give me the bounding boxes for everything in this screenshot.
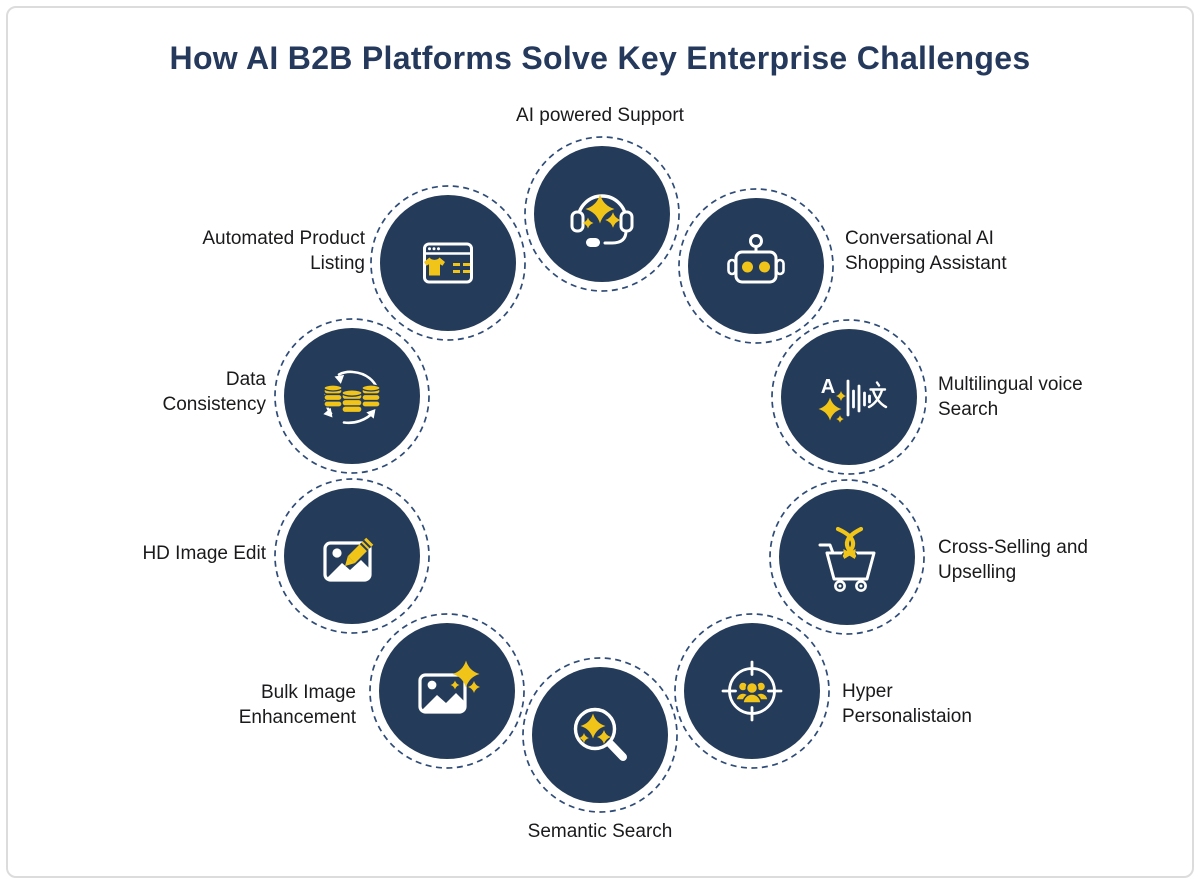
node-hyper-personalisation bbox=[673, 612, 831, 770]
pencil-icon bbox=[345, 537, 374, 566]
node-hd-image-edit bbox=[273, 477, 431, 635]
label-hyper-personalisation: Hyper Personalistaion bbox=[842, 681, 972, 727]
label-semantic-search: Semantic Search bbox=[527, 821, 673, 842]
node-cross-selling-upselling bbox=[768, 478, 926, 636]
label-conversational-ai: Conversational AI Shopping Assistant bbox=[845, 228, 1007, 274]
translate-voice-wave-icon: A bbox=[818, 376, 888, 423]
svg-text:A: A bbox=[821, 376, 835, 398]
image-edit-pencil-icon bbox=[323, 537, 374, 582]
product-listing-browser-icon bbox=[423, 242, 473, 284]
label-ai-powered-support: AI powered Support bbox=[516, 105, 684, 126]
cart-cross-arrows-icon bbox=[818, 525, 876, 592]
label-cross-selling-upselling: Cross-Selling and Upselling bbox=[938, 537, 1088, 583]
page-title: How AI B2B Platforms Solve Key Enterpris… bbox=[169, 40, 1031, 76]
label-bulk-image-enhancement: Bulk Image Enhancement bbox=[238, 682, 356, 728]
robot-icon bbox=[727, 234, 785, 284]
node-ai-powered-support bbox=[523, 135, 681, 293]
node-semantic-search bbox=[521, 656, 679, 814]
magnifier-sparkles-icon bbox=[573, 707, 627, 761]
node-data-consistency bbox=[273, 317, 431, 475]
label-hd-image-edit: HD Image Edit bbox=[142, 543, 266, 564]
node-multilingual-voice-search: A bbox=[770, 318, 928, 476]
label-multilingual-voice-search: Multilingual voice Search bbox=[938, 374, 1083, 420]
target-audience-icon bbox=[721, 660, 783, 722]
node-conversational-ai-shopping-assistant bbox=[677, 187, 835, 345]
label-automated-product-listing: Automated Product Listing bbox=[202, 228, 365, 274]
node-bulk-image-enhancement bbox=[368, 612, 526, 770]
headset-sparkles-icon bbox=[570, 194, 634, 247]
node-automated-product-listing bbox=[369, 184, 527, 342]
image-sparkles-icon bbox=[418, 660, 480, 714]
database-sync-icon bbox=[323, 370, 381, 425]
label-data-consistency: Data Consistency bbox=[162, 369, 267, 415]
